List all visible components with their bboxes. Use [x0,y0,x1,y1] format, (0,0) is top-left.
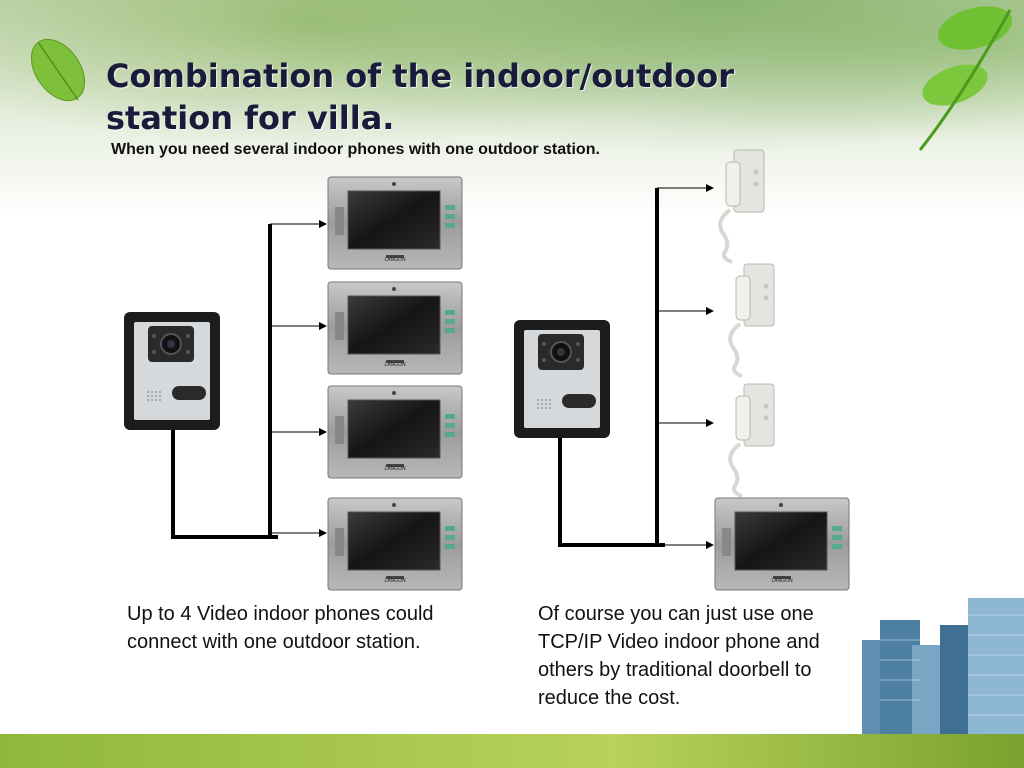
tcpip-indoor-monitor [714,497,850,591]
monitor-brand-label: LANGON [384,362,406,368]
subtitle: When you need several indoor phones with… [111,141,600,158]
right-caption: Of course you can just use one TCP/IP Vi… [538,603,820,709]
monitor-brand-label: LANGON [384,578,406,584]
monitor-brand-label: LANGON [384,257,406,263]
doorbell-handset-3 [728,382,776,498]
indoor-monitor-3 [327,385,463,479]
doorbell-handset-2 [728,262,776,378]
indoor-monitor-1 [327,176,463,270]
monitor-brand-label: LANGON [384,466,406,472]
indoor-monitor-4 [327,497,463,591]
city-buildings-image [862,598,1024,740]
page-title: Combination of the indoor/outdoor statio… [106,57,735,138]
monitor-brand-label: LANGON [771,578,793,584]
outdoor-station-left [123,311,221,431]
doorbell-handset-1 [718,148,766,264]
leaf-branch-icon [918,6,1013,151]
left-caption: Up to 4 Video indoor phones could connec… [127,603,434,653]
leaf-icon [30,38,86,102]
header-background [0,0,1024,218]
indoor-monitor-2 [327,281,463,375]
outdoor-station-right [513,319,611,439]
footer-bar [0,734,1024,768]
